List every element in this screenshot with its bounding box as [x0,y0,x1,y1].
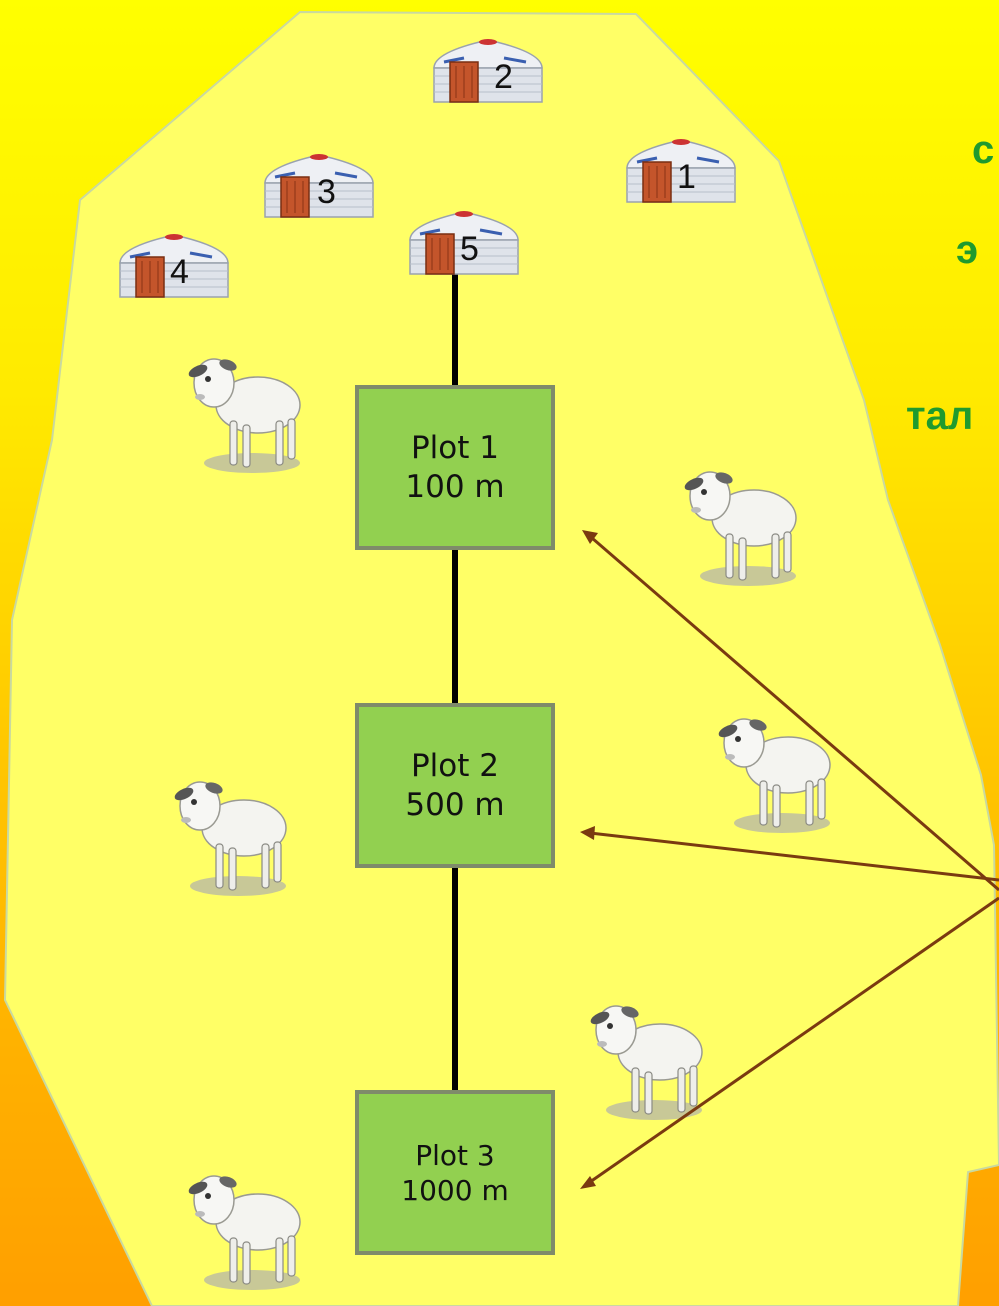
plot-2-box: Plot 2 500 m [355,703,555,868]
arrow-to-plot-2 [589,831,999,882]
plot-1-distance: 100 m [405,468,505,505]
yurt-number-4: 4 [170,253,189,291]
plot-3-distance: 1000 m [401,1173,509,1207]
side-text-3: тал [906,394,974,438]
plot-1-box: Plot 1 100 m [355,385,555,550]
grazing-field [3,10,999,1306]
yurt-number-2: 2 [494,58,513,96]
arrowhead-plot-1 [582,530,598,544]
plot-2-name: Plot 2 [410,747,499,784]
yurt-icon: 3 [263,152,375,219]
yurt-icon: 5 [408,209,520,276]
plot-3-name: Plot 3 [415,1138,495,1172]
yurt-number-5: 5 [460,230,479,268]
arrowhead-plot-2 [580,826,595,840]
arrowhead-plot-3 [580,1176,596,1189]
arrow-to-plot-1 [591,536,999,892]
yurt-number-1: 1 [677,158,696,196]
side-text-1: с [972,128,995,172]
side-text-2: э [956,228,979,272]
yurt-icon: 4 [118,232,230,299]
yurt-number-3: 3 [317,173,336,211]
yurt-icon: 2 [432,37,544,104]
plot-2-distance: 500 m [405,786,505,823]
arrow-to-plot-3 [589,896,999,1184]
plot-3-box: Plot 3 1000 m [355,1090,555,1255]
plot-1-name: Plot 1 [410,429,499,466]
yurt-icon: 1 [625,137,737,204]
